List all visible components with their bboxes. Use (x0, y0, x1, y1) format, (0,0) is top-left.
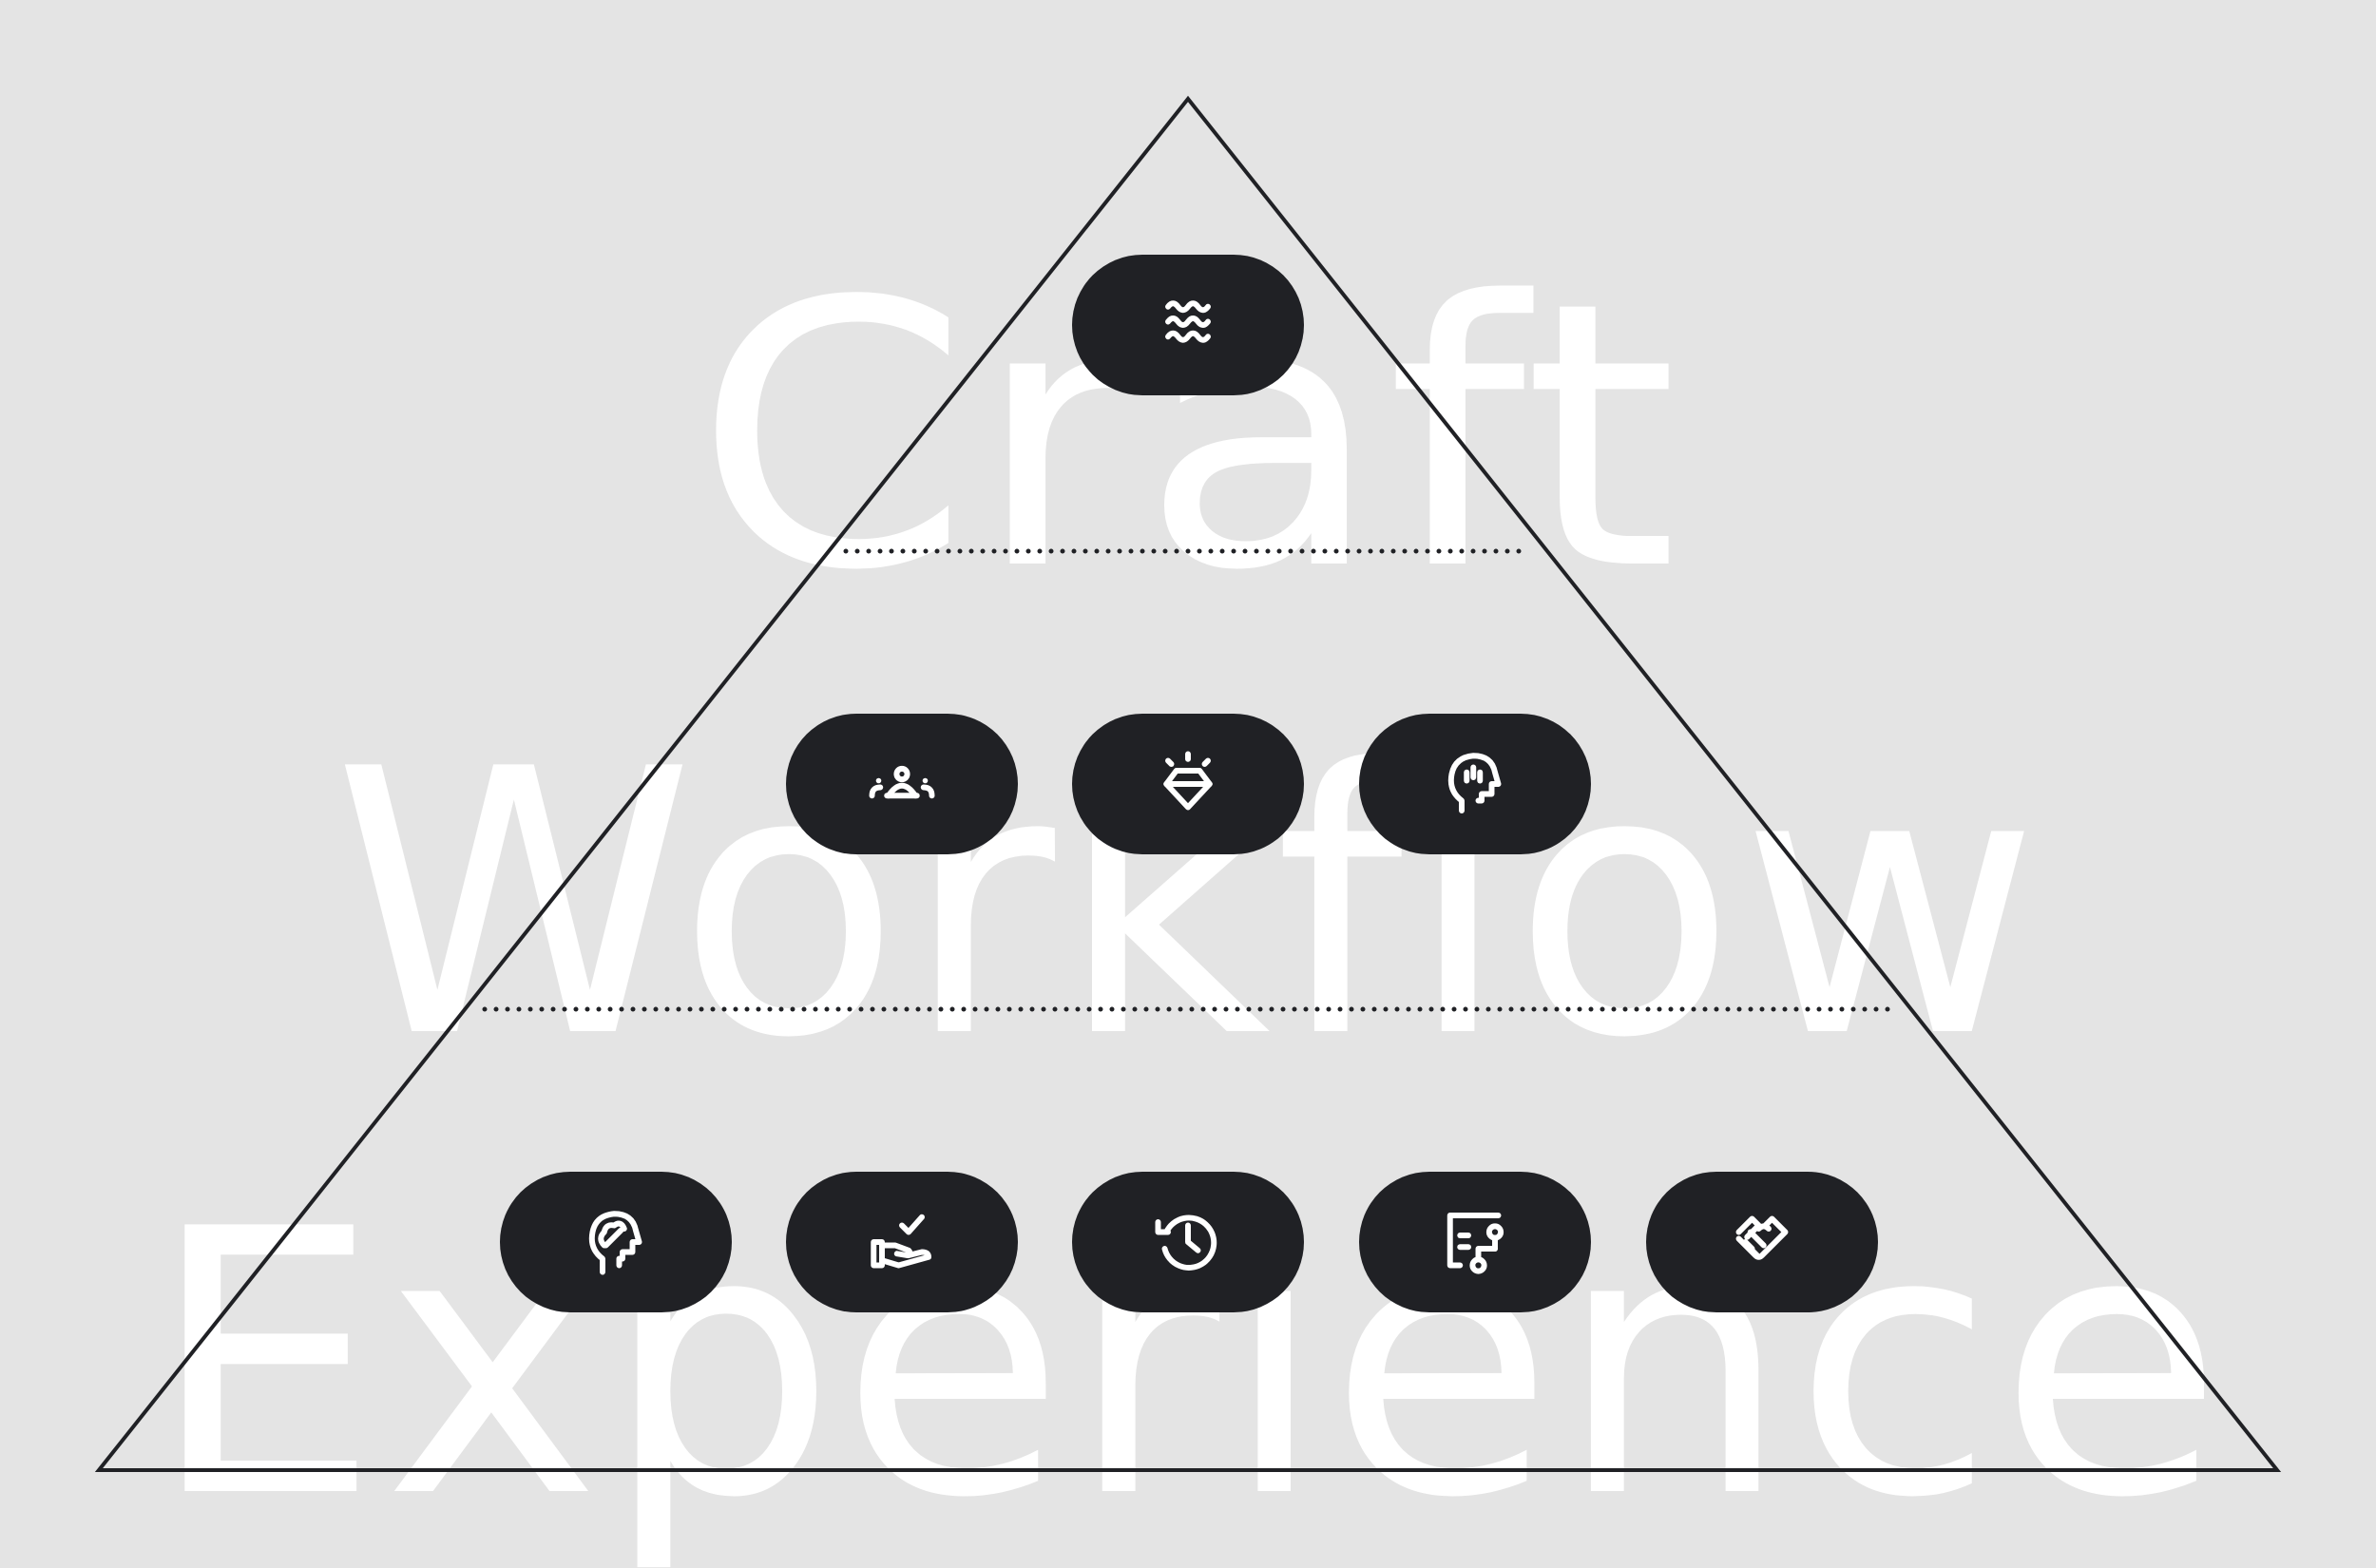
head-brain-icon (588, 1211, 642, 1275)
handshake-icon (1735, 1215, 1789, 1260)
pill-hand-check[interactable] (786, 1172, 1018, 1312)
history-clock-icon (1155, 1214, 1217, 1271)
pill-handshake[interactable] (1646, 1172, 1878, 1312)
pill-waves[interactable] (1072, 255, 1304, 395)
team-icon (869, 765, 935, 799)
hand-check-icon (871, 1214, 931, 1269)
diamond-icon (1163, 751, 1213, 811)
waves-icon (1165, 300, 1211, 343)
pill-history-clock[interactable] (1072, 1172, 1304, 1312)
document-flow-icon (1447, 1213, 1504, 1274)
pill-diamond[interactable] (1072, 714, 1304, 854)
head-thinking-icon (1447, 753, 1502, 813)
pill-head-brain[interactable] (500, 1172, 732, 1312)
pill-head-thinking[interactable] (1359, 714, 1591, 854)
pill-document-flow[interactable] (1359, 1172, 1591, 1312)
pill-team[interactable] (786, 714, 1018, 854)
pyramid-triangle (94, 95, 2282, 1472)
